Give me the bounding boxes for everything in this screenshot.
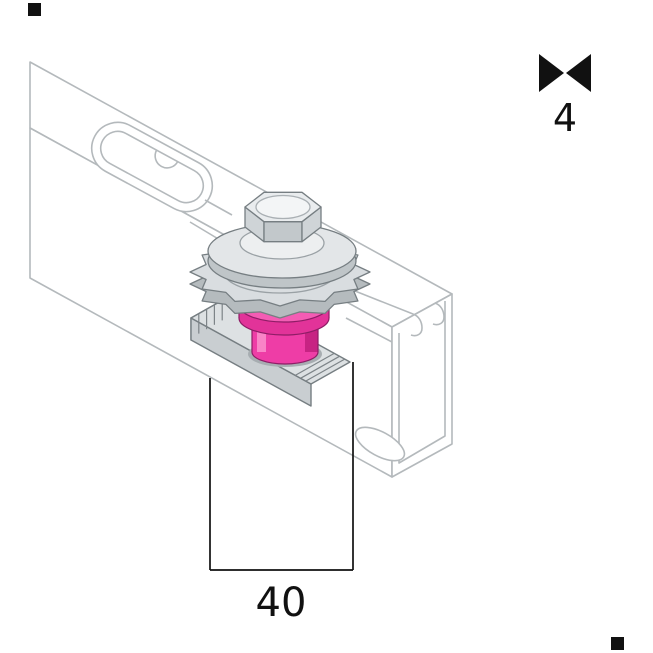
channel-nut-serrations-right xyxy=(294,352,345,382)
registration-square-bottom-right-icon xyxy=(611,637,624,650)
channel-end-lip-curl-back xyxy=(432,302,445,326)
slot-keyhole-notch xyxy=(154,149,179,169)
channel-end-lip-curl-front xyxy=(410,313,423,337)
channel-hole xyxy=(354,426,406,462)
cone-nut-highlight xyxy=(257,316,266,352)
bowtie-right-triangle-icon xyxy=(566,54,591,92)
quantity-callout: 4 xyxy=(539,54,591,140)
hex-bolt-head xyxy=(244,191,322,243)
channel-nut-serrations-left xyxy=(198,300,223,334)
channel-end-face xyxy=(391,293,453,478)
dome-washer xyxy=(207,223,357,289)
fastener-assembly xyxy=(189,191,371,407)
slot-edge-right-back xyxy=(354,290,414,315)
dimension-40 xyxy=(209,362,354,571)
dimension-label: 40 xyxy=(256,580,307,626)
slot-inner-outline xyxy=(99,130,205,204)
bowtie-left-triangle-icon xyxy=(539,54,564,92)
slot-edge-left-back xyxy=(204,199,233,216)
quantity-label: 4 xyxy=(553,96,577,140)
slot-edge-right-front xyxy=(345,317,393,343)
slot-edge-left-front xyxy=(189,221,221,241)
channel-slot-hole xyxy=(90,121,214,213)
hex-head-side-middle xyxy=(263,221,303,243)
registration-square-top-left-icon xyxy=(28,3,41,16)
channel-end-inner-wall xyxy=(398,301,446,464)
hex-head-chamfer-circle xyxy=(255,194,311,220)
